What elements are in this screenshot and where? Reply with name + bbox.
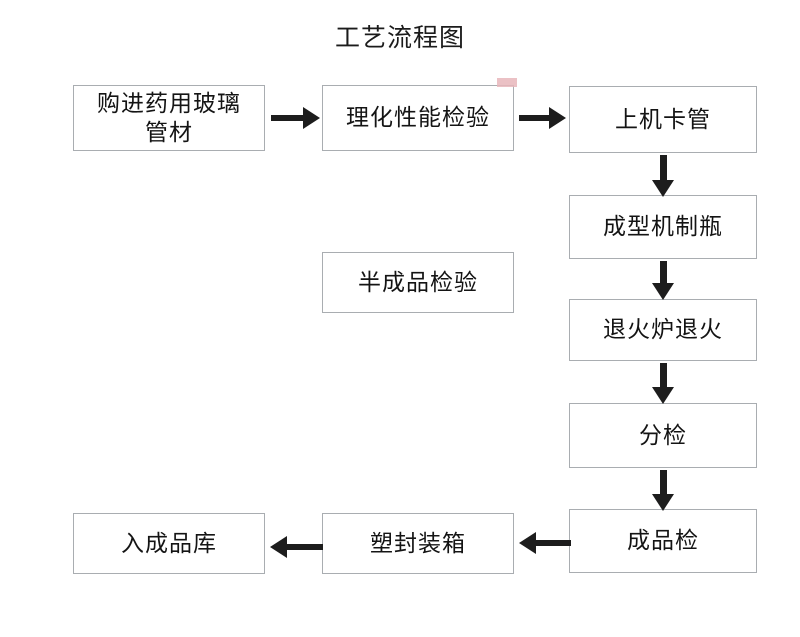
node-label: 上机卡管 [615, 105, 711, 132]
page-title: 工艺流程图 [334, 24, 465, 52]
edge-final-to-packing-line [533, 540, 571, 546]
node-label: 分检 [639, 421, 687, 448]
edge-purchase-to-test-arrow [303, 107, 320, 129]
node-label: 购进药用玻璃 管材 [97, 89, 241, 145]
node-label: 半成品检验 [358, 268, 478, 295]
scan-artifact [497, 78, 517, 87]
edge-load-to-forming-line [660, 155, 667, 183]
node-sorting-inspection[interactable]: 分检 [569, 403, 757, 468]
edge-packing-to-warehouse-arrow [270, 536, 287, 558]
edge-annealing-to-sorting-line [660, 363, 667, 389]
node-purchase-glass-tube[interactable]: 购进药用玻璃 管材 [73, 85, 265, 151]
node-label: 退火炉退火 [603, 316, 723, 343]
node-semi-finished-inspection[interactable]: 半成品检验 [322, 252, 514, 313]
node-label: 理化性能检验 [346, 104, 490, 131]
edge-annealing-to-sorting-arrow [652, 387, 674, 404]
node-load-tube-machine[interactable]: 上机卡管 [569, 86, 757, 153]
edge-forming-to-annealing-arrow [652, 283, 674, 300]
edge-test-to-load-line [519, 115, 551, 121]
node-forming-machine-bottle[interactable]: 成型机制瓶 [569, 195, 757, 259]
edge-load-to-forming-arrow [652, 180, 674, 197]
node-label: 入成品库 [121, 529, 217, 556]
edge-final-to-packing-arrow [519, 532, 536, 554]
node-finished-product-inspection[interactable]: 成品检 [569, 509, 757, 573]
node-label: 成品检 [627, 527, 699, 554]
edge-packing-to-warehouse-line [285, 544, 323, 550]
node-label: 塑封装箱 [370, 529, 466, 556]
edge-purchase-to-test-line [271, 115, 305, 121]
edge-sorting-to-final-line [660, 470, 667, 496]
node-label: 成型机制瓶 [603, 213, 723, 240]
edge-forming-to-annealing-line [660, 261, 667, 285]
node-annealing-furnace[interactable]: 退火炉退火 [569, 299, 757, 361]
node-plastic-seal-packing[interactable]: 塑封装箱 [322, 513, 514, 574]
node-warehouse-entry[interactable]: 入成品库 [73, 513, 265, 574]
edge-test-to-load-arrow [549, 107, 566, 129]
edge-sorting-to-final-arrow [652, 494, 674, 511]
node-physical-chemical-test[interactable]: 理化性能检验 [322, 85, 514, 151]
